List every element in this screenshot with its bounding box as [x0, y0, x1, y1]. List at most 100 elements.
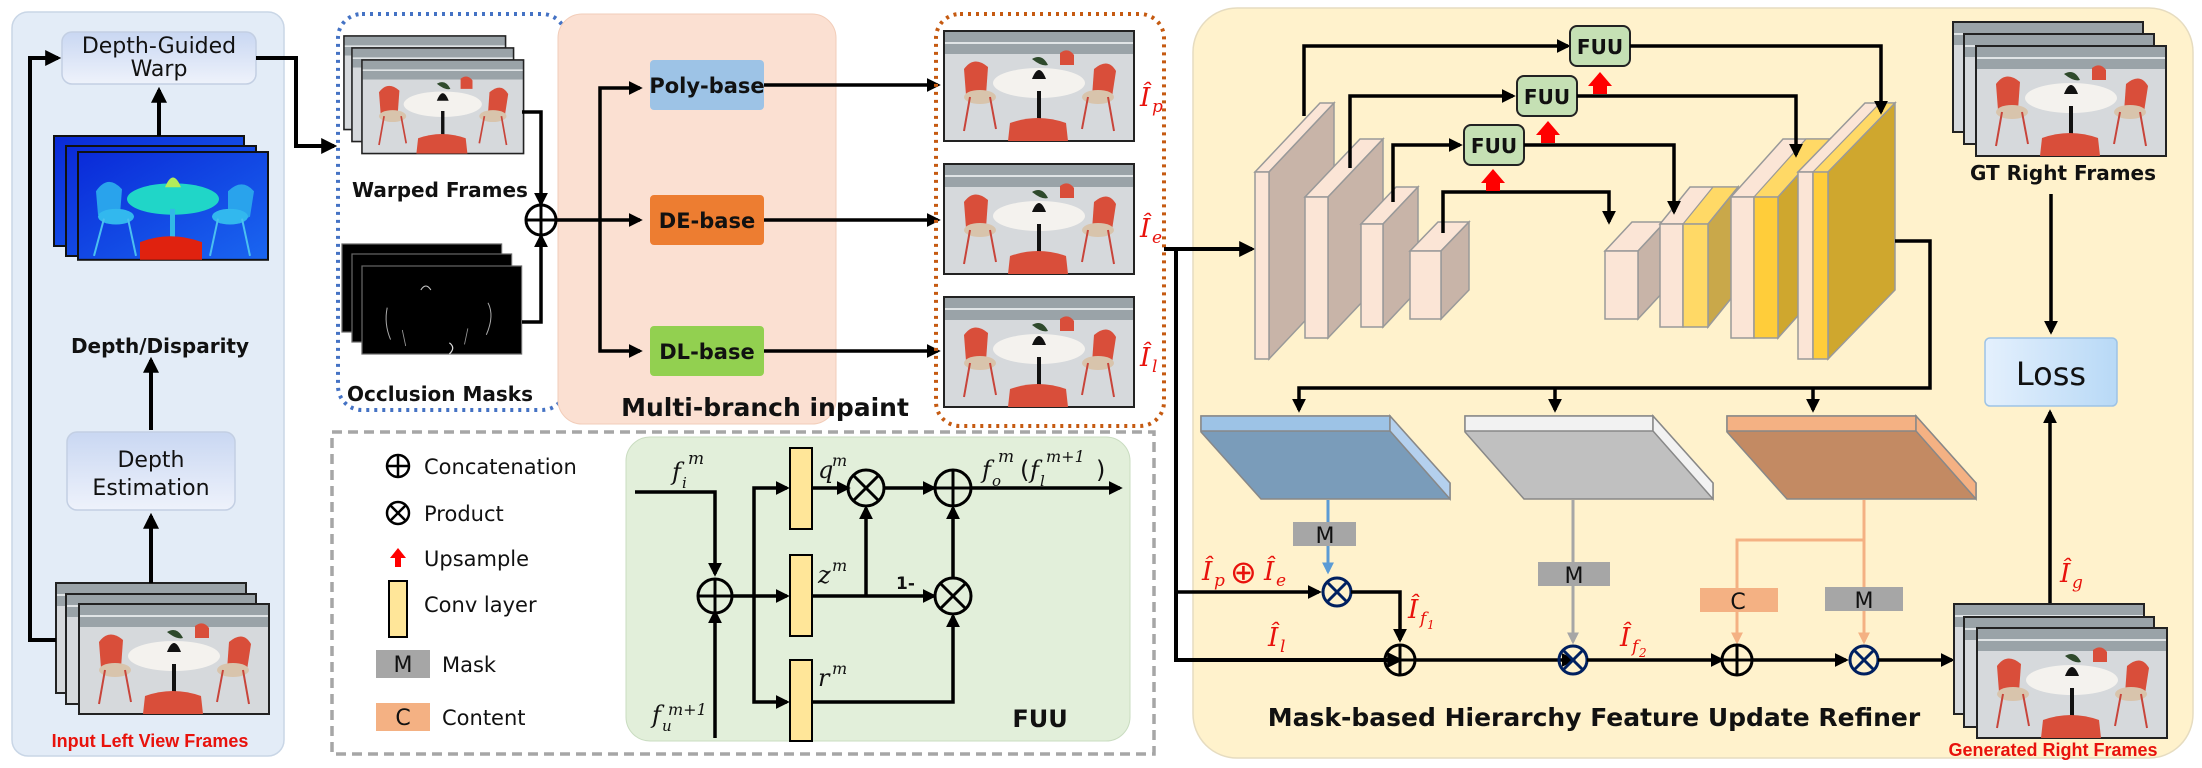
fuu-detail-bg	[625, 436, 1131, 742]
svg-text:r: r	[818, 664, 831, 692]
conv-layer-icon	[388, 580, 408, 638]
svg-text:Î: Î	[1139, 81, 1152, 113]
svg-text:Î: Î	[2059, 557, 2072, 589]
depth-disparity-stack: Depth/Disparity	[53, 135, 269, 358]
concat-node-2	[1720, 643, 1754, 677]
svg-text:): )	[1096, 456, 1105, 484]
input-left-panel: Depth-Guided Warp Depth/Disparity Depth …	[11, 11, 338, 757]
estimation-box-label-2: Estimation	[92, 476, 209, 501]
svg-text:Î: Î	[1619, 621, 1632, 653]
gt-label: GT Right Frames	[1970, 161, 2156, 185]
gate-label-q: qm	[818, 451, 847, 484]
svg-text:Î: Î	[1407, 593, 1420, 625]
svg-text:C: C	[395, 706, 410, 731]
svg-text:Concatenation: Concatenation	[424, 455, 577, 479]
term-f2: Î f 2	[1619, 621, 1647, 660]
term-l: Î l	[1267, 621, 1285, 657]
output-label-l: Î l	[1139, 341, 1157, 377]
upsample-icon	[390, 548, 406, 567]
loss-box[interactable]: Loss	[1984, 337, 2118, 407]
product-icon	[385, 500, 411, 526]
svg-text:M: M	[1316, 524, 1335, 549]
svg-text:2: 2	[1638, 646, 1647, 660]
svg-text:f: f	[1630, 637, 1641, 657]
svg-text:Conv layer: Conv layer	[424, 593, 537, 617]
warp-box-label-2: Warp	[131, 57, 188, 82]
depth-estimation-box[interactable]: Depth Estimation	[66, 431, 236, 511]
mask-plate-brown	[1726, 414, 1977, 501]
svg-text:Î: Î	[1267, 621, 1280, 653]
de-base-box[interactable]: DE-base	[650, 195, 764, 245]
svg-text:FUU: FUU	[1577, 35, 1623, 59]
svg-text:M: M	[1565, 564, 1584, 589]
gt-right-frames: GT Right Frames	[1952, 21, 2167, 185]
loss-label: Loss	[2016, 355, 2086, 393]
svg-text:e: e	[1152, 228, 1162, 248]
content-box: C	[1700, 588, 1778, 615]
input-left-view-caption: Input Left View Frames	[52, 731, 249, 751]
svg-text:l: l	[1280, 637, 1285, 657]
dec-block-1	[1603, 220, 1667, 321]
decoder-blocks	[1603, 101, 1897, 361]
occlusion-masks-stack	[341, 243, 523, 355]
refiner-title: Mask-based Hierarchy Feature Update Refi…	[1268, 703, 1921, 732]
generated-right-frames: Generated Right Frames	[1948, 603, 2168, 760]
input-frames-stack	[55, 582, 270, 715]
warp-group-border	[336, 12, 568, 412]
legend-mask: M Mask	[376, 650, 497, 678]
svg-text:m: m	[688, 449, 704, 469]
dl-base-box[interactable]: DL-base	[650, 326, 764, 376]
fuu-block-3[interactable]: FUU	[1569, 25, 1631, 67]
svg-text:Î: Î	[1139, 212, 1152, 244]
term-g: Î g	[2059, 557, 2083, 593]
svg-text:u: u	[662, 717, 672, 735]
mask-plate-blue	[1200, 414, 1451, 501]
one-minus-label: 1-	[896, 574, 915, 594]
refiner-panel: FUU FUU FUU	[1164, 7, 2194, 760]
warp-group: Warped Frames Occlusion Masks	[336, 12, 568, 412]
svg-text:Mask: Mask	[442, 653, 497, 677]
legend-concat: Concatenation	[385, 453, 577, 479]
mask-box-3: M	[1825, 587, 1903, 614]
svg-text:Î: Î	[1263, 555, 1276, 587]
svg-text:m: m	[832, 659, 847, 678]
svg-text:e: e	[1276, 571, 1286, 591]
occlusion-masks-label: Occlusion Masks	[347, 382, 533, 406]
multi-branch-inpaint-panel: Multi-branch inpaint Poly-base DE-base D…	[556, 13, 941, 425]
mask-icon	[376, 650, 430, 678]
legend-conv: Conv layer	[388, 580, 537, 638]
svg-text:m: m	[832, 556, 847, 575]
svg-text:M: M	[394, 653, 413, 678]
svg-text:Î: Î	[1139, 341, 1152, 373]
svg-text:Upsample: Upsample	[424, 547, 529, 571]
fuu-block-1[interactable]: FUU	[1463, 124, 1525, 166]
dl-base-label: DL-base	[659, 340, 754, 364]
inpaint-title: Multi-branch inpaint	[621, 393, 909, 422]
encoder-blocks	[1253, 101, 1471, 361]
svg-text:m: m	[832, 451, 847, 470]
poly-base-box[interactable]: Poly-base	[649, 60, 765, 110]
outputs-group-border	[934, 12, 1166, 428]
term-pe: Î p ⊕ Î e	[1201, 554, 1286, 591]
term-f1: Î f 1	[1407, 593, 1435, 632]
mask-box-1: M	[1293, 522, 1356, 549]
svg-text:1: 1	[1427, 618, 1435, 632]
upsample-icon	[1536, 121, 1560, 143]
svg-text:i: i	[682, 474, 687, 492]
fuu-block-2[interactable]: FUU	[1516, 75, 1578, 117]
mask-box-2: M	[1538, 562, 1610, 589]
fuu-detail-title: FUU	[1012, 705, 1067, 733]
svg-text:Î: Î	[1201, 555, 1214, 587]
svg-text:FUU: FUU	[1524, 85, 1570, 109]
dec-block-4	[1796, 101, 1897, 361]
svg-text:z: z	[817, 561, 831, 589]
output-label-e: Î e	[1139, 212, 1162, 248]
svg-text:g: g	[2072, 573, 2083, 593]
svg-text:m+1: m+1	[1046, 447, 1085, 466]
depth-guided-warp-box[interactable]: Depth-Guided Warp	[61, 31, 257, 85]
arrow-frames-to-warp	[28, 50, 62, 642]
legend-content: C Content	[376, 703, 526, 731]
svg-text:⊕: ⊕	[1230, 554, 1257, 590]
